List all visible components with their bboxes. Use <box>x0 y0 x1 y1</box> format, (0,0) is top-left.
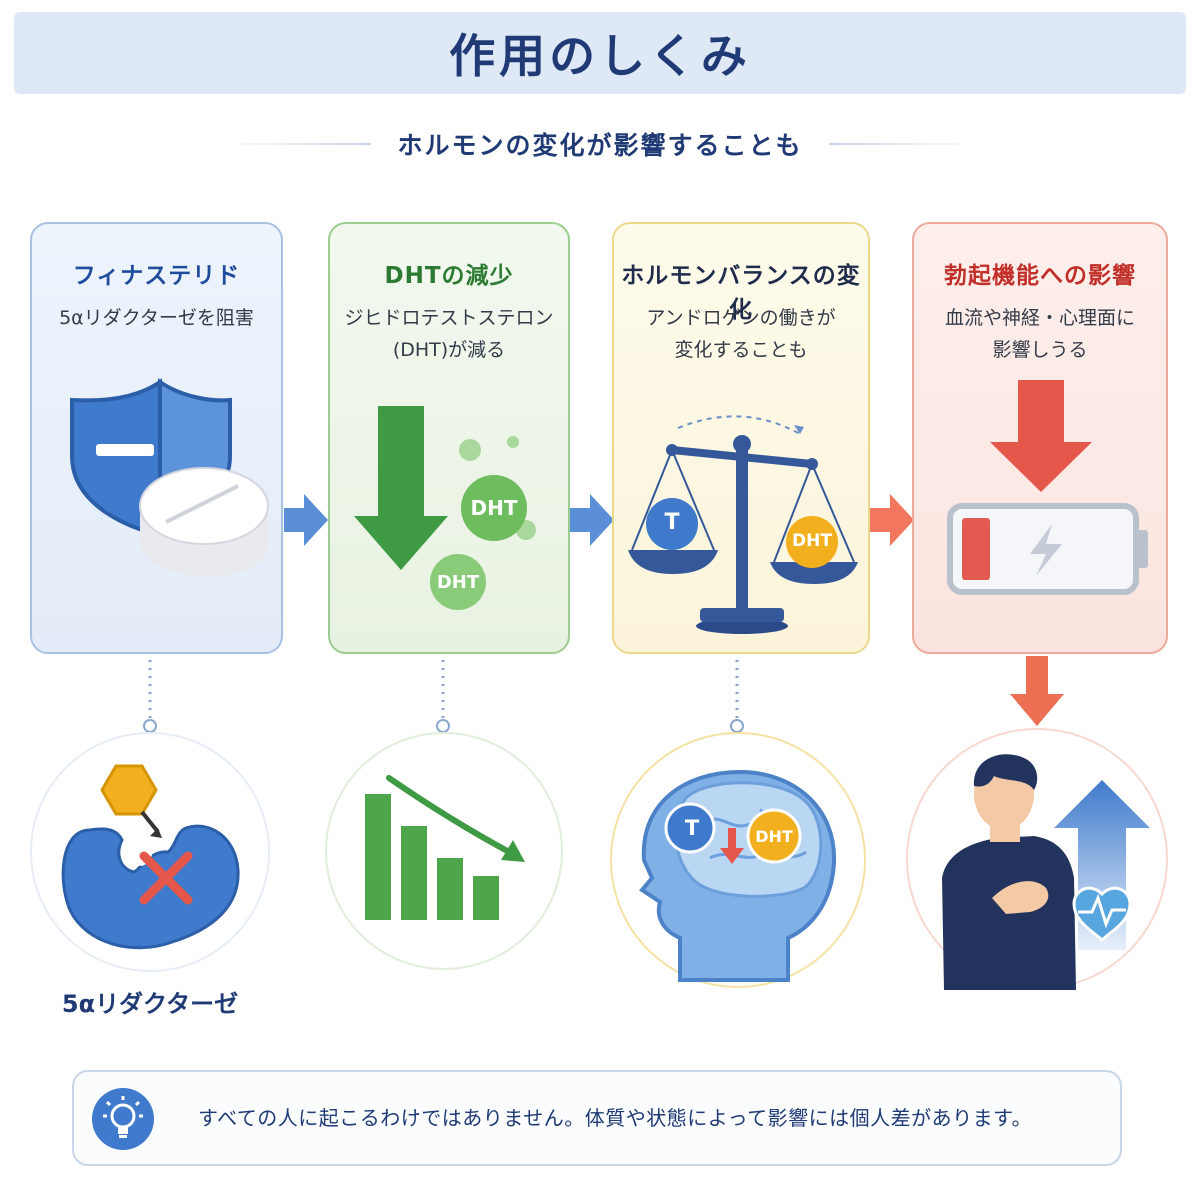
card-title: フィナステリド <box>72 263 241 289</box>
flow-arrow-1 <box>284 494 328 546</box>
dht-badge-label: DHT <box>470 496 518 520</box>
flow-arrow-3 <box>868 494 914 546</box>
enzyme-icon <box>61 764 240 950</box>
card-finasteride: フィナステリド 5αリダクターゼを阻害 <box>30 222 283 654</box>
card-erectile-function: 勃起機能への影響 血流や神経・心理面に 影響しうる <box>912 222 1168 654</box>
down-arrow-icon <box>354 406 448 570</box>
disclaimer-text: すべての人に起こるわけではありません。体質や状態によって影響には個人差があります… <box>198 1106 1033 1130</box>
dht-badge <box>786 516 838 568</box>
dht-badge <box>461 475 527 541</box>
t-badge-label: T <box>664 510 680 535</box>
person-circle <box>906 728 1168 990</box>
shield-pill-illustration <box>70 378 269 577</box>
subtitle-rule-left <box>221 143 372 145</box>
card-hormone-balance: ホルモンバランスの変化 アンドロゲンの働きが 変化することも T DHT <box>612 222 870 654</box>
battery-icon <box>947 503 1148 595</box>
card-description: 血流や神経・心理面に 影響しうる <box>944 307 1135 361</box>
battery-illustration <box>947 380 1148 595</box>
dht-decrease-illustration <box>354 406 536 610</box>
card-description: アンドロゲンの働きが 変化することも <box>646 307 836 361</box>
brain-icon <box>639 769 837 982</box>
lightbulb-icon <box>92 1088 154 1150</box>
t-badge <box>646 498 698 550</box>
title-bar: 作用のしくみ <box>14 12 1186 94</box>
person-icon <box>942 754 1150 990</box>
pill-icon <box>139 467 269 577</box>
dht-badge <box>430 554 486 610</box>
enzyme-label: 5αリダクターゼ <box>61 990 239 1018</box>
connectors <box>143 656 1064 733</box>
flow-arrow-2 <box>570 494 614 546</box>
enzyme-circle <box>30 732 270 972</box>
card-title: 勃起機能への影響 <box>944 263 1136 289</box>
t-badge <box>664 802 716 854</box>
brain-circle: T DHT <box>610 732 866 988</box>
card-description: 5αリダクターゼを阻害 <box>59 307 254 329</box>
down-arrow-icon <box>1010 656 1064 726</box>
dht-badge-label: DHT <box>755 827 793 846</box>
card-title: DHTの減少 <box>384 263 514 289</box>
down-arrow-icon <box>990 380 1092 492</box>
dht-badge-label: DHT <box>436 572 480 593</box>
subtitle: ホルモンの変化が影響することも <box>397 131 803 160</box>
chart-circle <box>325 732 563 970</box>
card-dht-decrease: DHTの減少 ジヒドロテストステロン (DHT)が減る DHT DHT <box>328 222 570 654</box>
subtitle-rule-right <box>828 143 979 145</box>
bar-chart-icon <box>365 775 525 920</box>
card-title: ホルモンバランスの変化 <box>621 263 861 323</box>
page-title: 作用のしくみ <box>449 29 751 83</box>
dht-badge-label: DHT <box>792 531 832 551</box>
t-badge-label: T <box>684 816 700 840</box>
scale-icon <box>628 415 858 634</box>
card-description: ジヒドロテストステロン (DHT)が減る <box>344 307 554 361</box>
disclaimer-note: すべての人に起こるわけではありません。体質や状態によって影響には個人差があります… <box>72 1070 1122 1166</box>
dht-badge <box>746 808 802 864</box>
subtitle-row: ホルモンの変化が影響することも <box>0 122 1200 166</box>
